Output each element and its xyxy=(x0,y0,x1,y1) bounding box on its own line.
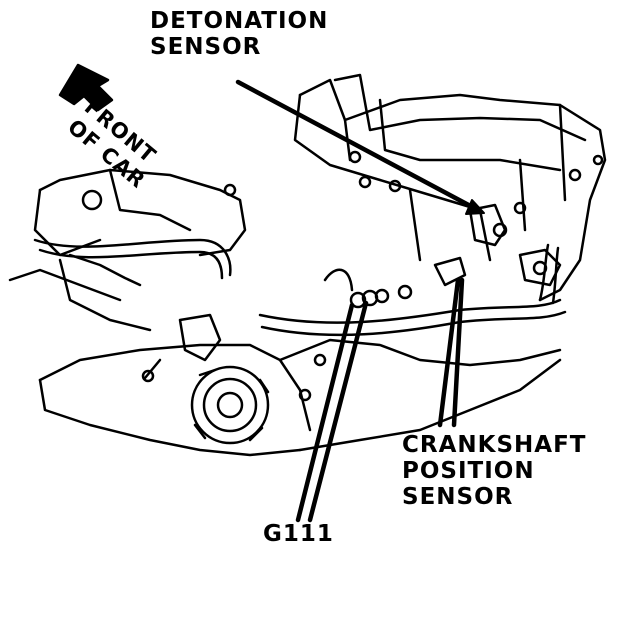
label-line: CRANKSHAFT xyxy=(402,432,587,458)
front-arrow xyxy=(58,63,114,112)
label-line: POSITION xyxy=(402,458,535,484)
crank-leader-2 xyxy=(451,277,465,428)
g111-leader-2 xyxy=(307,300,369,523)
crank-leader-1 xyxy=(437,277,461,428)
detonation-sensor-label: DETONATION SENSOR xyxy=(150,8,328,60)
g111-leader-1 xyxy=(295,302,355,523)
sensor-shapes xyxy=(141,203,562,383)
label-line: SENSOR xyxy=(402,484,514,510)
engine-block xyxy=(293,73,607,302)
ground-label: G111 xyxy=(263,521,334,547)
engine-mount xyxy=(8,168,247,332)
leader-lines xyxy=(235,79,485,523)
detonation-leader xyxy=(235,79,481,213)
ground-studs xyxy=(323,268,413,309)
label-line: DETONATION xyxy=(150,8,329,34)
crankshaft-position-sensor-label: CRANKSHAFT POSITION SENSOR xyxy=(402,432,586,510)
transaxle-housing xyxy=(38,338,562,457)
label-line: SENSOR xyxy=(150,34,262,60)
